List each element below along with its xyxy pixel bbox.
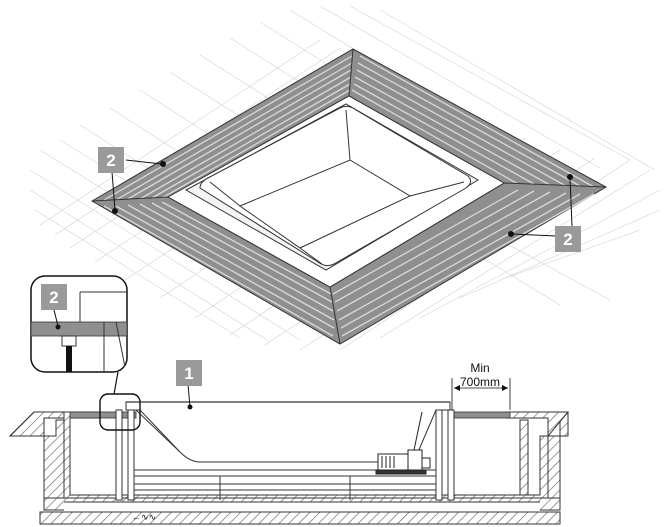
deck-boards: [103, 55, 595, 337]
drain-arrow-icon: ←∿∿: [132, 512, 156, 522]
pump-icon: [375, 411, 431, 475]
deck-callout-badge-right: 2: [555, 226, 581, 252]
support-frame: [115, 409, 455, 501]
detail-deck: [31, 321, 127, 337]
deck-strip-right: [449, 411, 511, 419]
deck-callout-leaders: [111, 159, 573, 237]
deck-miters: [91, 48, 607, 345]
svg-text:2: 2: [49, 288, 58, 307]
svg-text:2: 2: [106, 151, 115, 170]
detail-callout-badge: 2: [41, 284, 67, 310]
deck-strip-left: [69, 411, 137, 419]
tub-section: [125, 401, 451, 463]
detail-marker: [99, 393, 141, 431]
tub-floor-edges: [209, 109, 465, 265]
detail-inset: 2: [30, 275, 128, 373]
section-view: ←∿∿: [8, 360, 570, 525]
deck-callout-badge-left: 2: [98, 147, 124, 173]
drain-layer: [39, 511, 561, 525]
tub-callout: 1: [176, 360, 202, 410]
dimension-label-value: 700mm: [460, 375, 500, 389]
dimension-label-min: Min: [470, 361, 489, 375]
svg-text:2: 2: [563, 230, 572, 249]
isometric-view: 2 2: [29, 5, 661, 351]
svg-text:1: 1: [184, 364, 193, 383]
min-clearance-dimension: Min 700mm: [451, 361, 511, 410]
